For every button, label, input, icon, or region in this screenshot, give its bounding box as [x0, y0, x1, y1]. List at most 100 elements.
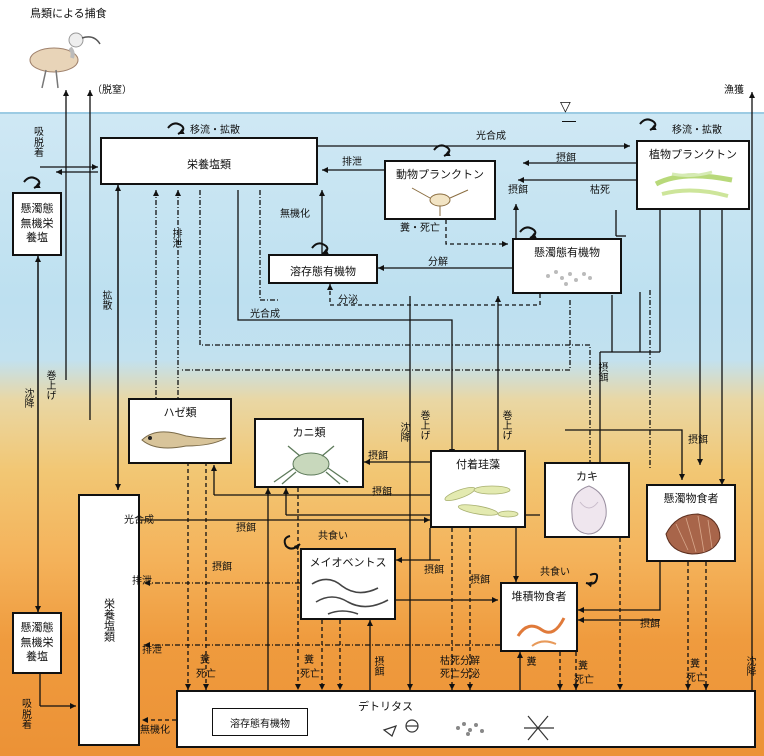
sedimentation2-label: 沈降: [398, 422, 409, 442]
goby-illustration: [141, 431, 227, 449]
death-low3-text: 死亡: [440, 669, 460, 680]
bird-predation-label: 鳥類による捕食: [30, 7, 107, 20]
resuspension2-label: 巻上げ: [418, 410, 429, 440]
dissolved-organic-bottom-label: 溶存態有機物: [230, 719, 290, 730]
nutrients-sediment-label: 栄養塩類: [102, 598, 116, 642]
suspension-feeder-box: 懸濁物食者: [646, 484, 736, 562]
adsorb-top-label: 吸脱着: [34, 127, 48, 160]
grazing-susp-label: 摂餌: [688, 435, 708, 446]
decomp-label: 分解: [428, 257, 448, 268]
suspension-feeder-label: 懸濁物食者: [663, 492, 719, 505]
water-level-symbol: ▽: [560, 99, 571, 115]
secretion-low-text: 分泌: [460, 669, 480, 680]
photosynthesis-top-label: 光合成: [476, 131, 506, 142]
deposit-feeder-illustration: [516, 617, 566, 647]
meiobenthos-box: メイオベントス: [300, 548, 396, 620]
attached-algae-label: 付着珪藻: [456, 458, 500, 471]
meiobenthos-illustration: [311, 578, 389, 615]
phytoplankton-box: 植物プランクトン: [636, 140, 750, 210]
grazing-susp2-label: 摂餌: [640, 619, 660, 630]
death-susp-label: 死亡: [686, 674, 706, 684]
susp-inorganic-top-label: 懸濁態無機栄養塩: [20, 201, 54, 245]
goby-box: ハゼ類: [128, 398, 232, 464]
feces-low2-label: 糞: [304, 655, 314, 666]
grazing-oyster-label: 摂餌: [596, 362, 607, 382]
grazing-crab-label: 摂餌: [368, 451, 388, 462]
feces-death-label: 糞・死亡: [400, 223, 440, 234]
adsorb-bottom-text: 吸脱着: [22, 699, 32, 731]
death-susp-text: 死亡: [686, 673, 706, 684]
oyster-label: カキ: [576, 470, 598, 483]
dissolved-organic-bottom-box: 溶存態有機物: [212, 708, 308, 736]
excretion-low2-label: 排泄: [142, 645, 162, 656]
dissolved-organic-label: 溶存態有機物: [290, 265, 356, 278]
detritus-illustration: [382, 715, 554, 741]
crab-box: カニ類: [254, 418, 364, 488]
withered-label: 枯死: [590, 185, 610, 196]
susp-inorganic-top-box: 懸濁態無機栄養塩: [12, 192, 62, 256]
zooplankton-label: 動物プランクトン: [396, 168, 484, 181]
deposit-feeder-label: 堆積物食者: [511, 590, 567, 603]
advection-right-label: 移流・拡散: [672, 125, 722, 136]
grazing-zoo-susp-label: 摂餌: [508, 185, 528, 196]
grazing-zoo-phyto-label: 摂餌: [556, 153, 576, 164]
water-level-underline: [562, 121, 576, 122]
grazing-meio2-label: 摂餌: [424, 565, 444, 576]
suspended-organic-box: 懸濁態有機物: [512, 238, 622, 294]
resuspension-label: 巻上げ: [44, 370, 55, 400]
suspended-organic-illustration: [546, 270, 592, 286]
death-low4-label: 死亡: [574, 675, 594, 686]
photosynthesis-mid-label: 光合成: [250, 309, 280, 320]
suspended-organic-label: 懸濁態有機物: [534, 246, 600, 259]
phytoplankton-label: 植物プランクトン: [649, 148, 737, 161]
goby-label: ハゼ類: [163, 406, 197, 419]
feces-susp-label: 糞: [690, 660, 700, 670]
crab-label: カニ類: [292, 426, 326, 439]
advection-left-label: 移流・拡散: [190, 125, 240, 136]
grazing-crab2-label: 摂餌: [372, 487, 392, 498]
photosynthesis-low-label: 光合成: [124, 515, 154, 526]
death-low1-label: 死亡: [196, 669, 216, 680]
decomp-low-text: 分解: [460, 656, 480, 667]
zooplankton-box: 動物プランクトン: [384, 160, 496, 220]
death-low2-label: 死亡: [300, 669, 320, 680]
cannibal-deposit-label: 共食い: [540, 567, 570, 578]
detritus-label: デトリタス: [358, 700, 413, 713]
attached-algae-illustration: [444, 485, 519, 518]
wither-text: 枯死: [440, 656, 460, 667]
death-secretion-label: 死亡分泌: [440, 670, 480, 680]
sedimentation-right-label: 沈降: [744, 656, 755, 676]
nutrients-sediment-box: 栄養塩類: [78, 494, 140, 746]
diffusion-label: 拡散: [100, 290, 111, 310]
feces-low4-label: 糞: [578, 661, 588, 672]
oyster-box: カキ: [544, 462, 630, 538]
detritus-box: デトリタス 溶存態有機物: [176, 690, 756, 748]
bird-illustration: [24, 20, 104, 90]
oyster-illustration: [571, 485, 607, 535]
feces-susp-text: 糞: [690, 659, 700, 670]
mineralization-low-label: 無機化: [140, 725, 170, 736]
secretion-label: 分泌: [338, 295, 358, 306]
cannibal-meio-label: 共食い: [318, 531, 348, 542]
nitrification-label: （脱窒）: [92, 85, 132, 96]
meiobenthos-label: メイオベントス: [309, 556, 387, 569]
grazing-deposit2-label: 摂餌: [372, 656, 383, 676]
feces-low1-label: 糞: [200, 655, 210, 666]
suspension-feeder-illustration: [665, 513, 721, 555]
susp-inorganic-bottom-label: 懸濁態無機栄養塩: [20, 620, 54, 664]
water-surface-line: [0, 112, 764, 114]
resuspension3-label: 巻上げ: [500, 410, 511, 440]
phytoplankton-illustration: [654, 170, 733, 198]
deposit-feeder-box: 堆積物食者: [500, 582, 578, 652]
excretion-zoo-label: 排泄: [342, 157, 362, 168]
fishing-label: 漁獲: [724, 85, 744, 96]
grazing-deposit-label: 摂餌: [470, 575, 490, 586]
mineralization-top-label: 無機化: [280, 209, 310, 220]
attached-algae-box: 付着珪藻: [430, 450, 526, 528]
grazing-crab3-label: 摂餌: [236, 523, 256, 534]
crab-illustration: [273, 445, 349, 485]
excretion-mid-label: 排泄: [170, 228, 181, 248]
susp-inorganic-bottom-box: 懸濁態無機栄養塩: [12, 612, 62, 674]
